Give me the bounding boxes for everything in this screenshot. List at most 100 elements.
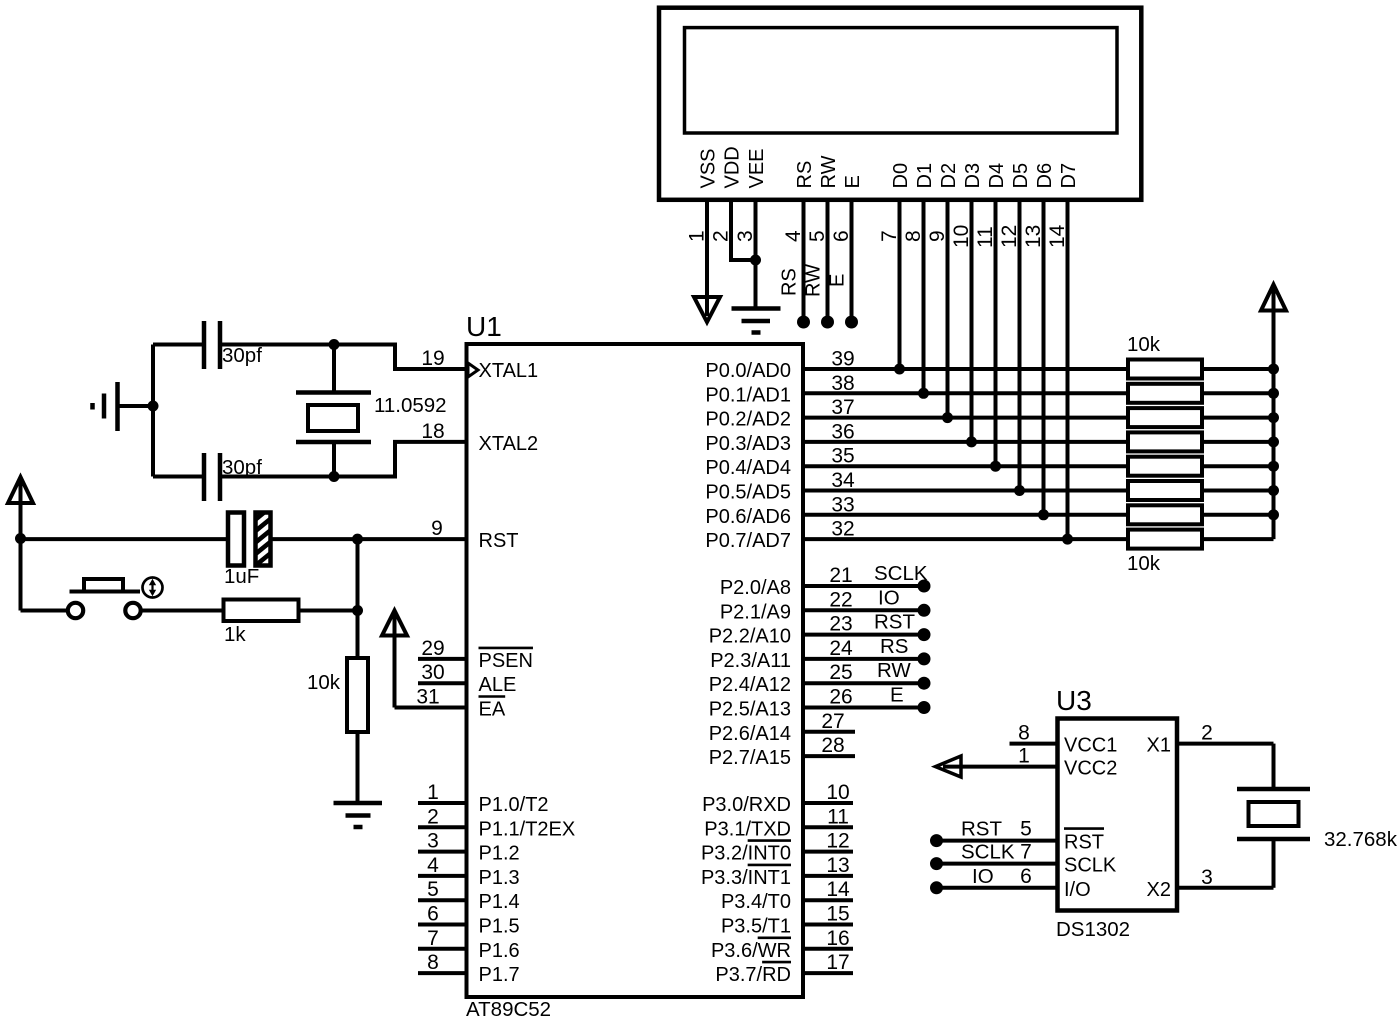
svg-text:10k: 10k: [307, 671, 341, 694]
svg-text:EA: EA: [479, 699, 506, 721]
svg-text:6: 6: [1020, 865, 1032, 888]
svg-text:P1.5: P1.5: [479, 916, 520, 938]
svg-text:P0.6/AD6: P0.6/AD6: [705, 506, 791, 528]
svg-text:6: 6: [830, 230, 853, 242]
svg-text:SCLK: SCLK: [961, 841, 1015, 864]
svg-text:P2.0/A8: P2.0/A8: [720, 577, 791, 599]
svg-text:RW: RW: [877, 659, 911, 682]
svg-text:RST: RST: [1064, 832, 1104, 854]
svg-text:E: E: [827, 274, 849, 287]
svg-text:XTAL2: XTAL2: [479, 433, 539, 455]
svg-text:10: 10: [950, 225, 973, 248]
svg-text:30: 30: [421, 661, 444, 684]
svg-text:P0.7/AD7: P0.7/AD7: [705, 530, 791, 552]
svg-text:5: 5: [806, 230, 829, 242]
svg-text:RW: RW: [803, 264, 825, 297]
svg-text:DS1302: DS1302: [1056, 918, 1130, 941]
svg-text:1: 1: [686, 230, 709, 242]
svg-text:14: 14: [1046, 224, 1069, 248]
svg-text:27: 27: [821, 710, 844, 733]
svg-text:P2.3/A11: P2.3/A11: [710, 650, 791, 672]
svg-text:11: 11: [974, 226, 997, 248]
svg-text:24: 24: [829, 637, 853, 660]
svg-text:D4: D4: [986, 163, 1008, 189]
svg-text:P2.4/A12: P2.4/A12: [709, 674, 791, 696]
svg-text:PSEN: PSEN: [479, 650, 533, 672]
svg-text:P0.3/AD3: P0.3/AD3: [705, 433, 791, 455]
svg-text:D5: D5: [1010, 163, 1032, 189]
svg-text:4: 4: [782, 230, 805, 242]
svg-text:7: 7: [1020, 841, 1032, 864]
svg-text:15: 15: [826, 903, 849, 926]
svg-text:P2.5/A13: P2.5/A13: [709, 699, 791, 721]
svg-text:RST: RST: [961, 818, 1002, 841]
svg-text:P2.7/A15: P2.7/A15: [709, 747, 791, 769]
svg-text:7: 7: [427, 927, 439, 950]
svg-text:RW: RW: [818, 155, 840, 188]
svg-text:RST: RST: [479, 530, 519, 552]
svg-text:13: 13: [1022, 225, 1045, 248]
svg-text:32: 32: [831, 518, 854, 541]
svg-text:35: 35: [831, 445, 854, 468]
svg-text:RS: RS: [794, 161, 816, 189]
svg-text:38: 38: [831, 372, 854, 395]
svg-text:13: 13: [826, 854, 849, 877]
svg-text:P0.2/AD2: P0.2/AD2: [705, 409, 791, 431]
svg-text:P0.1/AD1: P0.1/AD1: [705, 384, 791, 406]
svg-text:D7: D7: [1058, 163, 1080, 189]
svg-text:3: 3: [427, 830, 439, 853]
svg-text:P3.4/T0: P3.4/T0: [721, 891, 791, 913]
svg-text:P3.6/WR: P3.6/WR: [711, 940, 791, 962]
svg-text:RS: RS: [880, 635, 908, 658]
svg-text:33: 33: [831, 493, 854, 516]
svg-text:5: 5: [1020, 818, 1032, 841]
svg-text:1uF: 1uF: [224, 565, 259, 588]
svg-text:10k: 10k: [1127, 333, 1161, 356]
svg-text:IO: IO: [972, 865, 994, 888]
svg-text:P1.6: P1.6: [479, 940, 520, 962]
svg-text:VCC1: VCC1: [1064, 735, 1117, 757]
svg-text:SCLK: SCLK: [874, 562, 928, 585]
svg-text:P3.3/INT1: P3.3/INT1: [701, 867, 791, 889]
svg-text:2: 2: [710, 230, 733, 242]
svg-text:18: 18: [421, 420, 444, 443]
svg-text:P1.3: P1.3: [479, 867, 520, 889]
svg-text:22: 22: [829, 588, 852, 611]
svg-text:D3: D3: [962, 163, 984, 189]
svg-text:E: E: [842, 175, 864, 188]
svg-text:9: 9: [926, 230, 949, 242]
svg-text:P0.5/AD5: P0.5/AD5: [705, 482, 791, 504]
svg-text:P3.1/TXD: P3.1/TXD: [704, 818, 791, 840]
svg-text:29: 29: [421, 637, 444, 660]
svg-text:P3.7/RD: P3.7/RD: [715, 964, 791, 986]
svg-text:11: 11: [827, 805, 849, 828]
svg-text:VSS: VSS: [698, 148, 720, 188]
svg-text:D6: D6: [1034, 163, 1056, 189]
svg-text:3: 3: [1201, 866, 1213, 889]
svg-text:26: 26: [829, 686, 852, 709]
svg-text:1: 1: [427, 781, 439, 804]
svg-text:P2.1/A9: P2.1/A9: [720, 601, 791, 623]
svg-text:1k: 1k: [224, 623, 246, 646]
svg-text:U3: U3: [1056, 685, 1092, 716]
svg-text:7: 7: [878, 230, 901, 242]
svg-text:VEE: VEE: [746, 148, 768, 188]
svg-text:VCC2: VCC2: [1064, 758, 1117, 780]
svg-text:U1: U1: [466, 311, 502, 342]
svg-text:D0: D0: [890, 163, 912, 189]
svg-text:I/O: I/O: [1064, 879, 1091, 901]
svg-text:VDD: VDD: [722, 146, 744, 188]
svg-text:2: 2: [1201, 722, 1213, 745]
svg-text:5: 5: [427, 878, 439, 901]
svg-text:34: 34: [831, 469, 855, 492]
svg-text:P2.6/A14: P2.6/A14: [709, 723, 791, 745]
svg-text:X1: X1: [1147, 735, 1171, 757]
svg-text:23: 23: [829, 613, 852, 636]
svg-text:8: 8: [427, 951, 439, 974]
svg-text:IO: IO: [878, 586, 900, 609]
svg-text:SCLK: SCLK: [1064, 855, 1117, 877]
svg-text:RST: RST: [874, 611, 915, 634]
svg-text:P1.0/T2: P1.0/T2: [479, 794, 549, 816]
svg-text:11.0592: 11.0592: [374, 394, 447, 417]
svg-text:P2.2/A10: P2.2/A10: [709, 626, 791, 648]
